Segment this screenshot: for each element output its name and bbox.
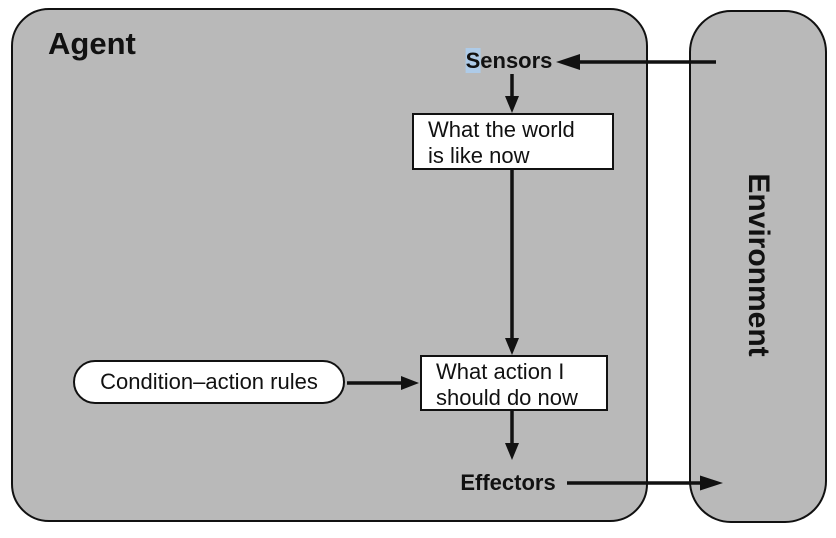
action-choice-line2: should do now [436,385,578,410]
sensors-to-world-arrow [505,74,519,113]
environment-region [689,10,827,523]
world-state-box: What the world is like now [412,113,614,170]
condition-action-rules-label: Condition–action rules [100,369,318,394]
action-to-effectors-arrow [505,411,519,460]
action-choice-line1: What action I [436,359,565,384]
sensors-label: Sensors [465,48,553,73]
world-state-line1: What the world [428,117,575,142]
world-to-action-arrow [505,170,519,355]
agent-label: Agent [48,26,136,61]
effectors-label: Effectors [460,470,556,495]
environment-label: Environment [742,173,775,357]
environment-to-sensors-arrow [556,54,716,70]
effectors-to-environment-arrow [567,475,723,491]
rules-to-action-arrow [347,376,419,390]
action-choice-box: What action I should do now [420,355,608,411]
world-state-line2: is like now [428,143,530,168]
condition-action-rules-pill: Condition–action rules [73,360,345,404]
agent-region [11,8,648,522]
